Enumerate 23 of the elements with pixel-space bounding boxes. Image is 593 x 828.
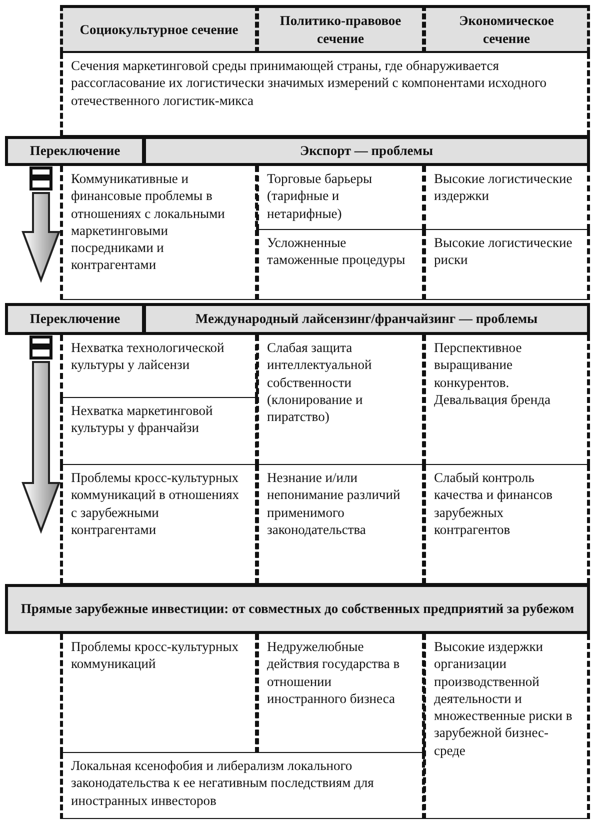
section-band: Экспорт — проблемы — [143, 136, 590, 166]
header-cell: Экономическое сечение — [423, 5, 590, 53]
section-band: Прямые зарубежные инвестиции: от совместных до собственных предприятий за рубежом — [5, 584, 590, 634]
header-cell: Социокультурное сечение — [60, 5, 258, 53]
table-cell: Торговые барьеры (тарифные и нетарифные) — [256, 166, 425, 230]
table-cell: Нехватка технологической культуры у лайсензи — [60, 335, 258, 398]
table-cell: Нехватка маркетинговой культуры у франчайзи — [60, 398, 258, 465]
table-cell: Проблемы кросс-культурных коммуникаций — [60, 634, 258, 753]
table-cell: Перспективное выращивание конкурентов. Девальвация бренда — [423, 335, 590, 465]
table-cell: Высокие логистические риски — [423, 230, 590, 300]
table-cell: Коммуникативные и финансовые проблемы в отношениях с локальными маркетинговыми посредниками и контрагентами — [60, 166, 258, 300]
switch-label: Переключение — [5, 136, 145, 166]
table-cell: Слабая защита интеллектуальной собственности (клонирование и пиратство) — [256, 335, 425, 465]
switch-label: Переключение — [5, 303, 145, 335]
section-band: Международный лайсензинг/франчайзинг — проблемы — [143, 303, 590, 335]
table-cell: Высокие издержки организации производственной деятельности и множественные риски в зарубежной бизнес-среде — [423, 634, 590, 819]
table-cell: Недружелюбные действия государства в отношении иностранного бизнеса — [256, 634, 425, 753]
table-cell: Усложненные таможенные процедуры — [256, 230, 425, 300]
block-arrow — [22, 166, 60, 283]
table-cell: Высокие логистические издержки — [423, 166, 590, 230]
header-cell: Политико-правовое сечение — [256, 5, 425, 53]
table-cell: Локальная ксенофобия и либерализм локального законодательства к ее негативным последствиям для иностранных инвесторов — [60, 753, 425, 819]
block-arrow — [22, 336, 60, 534]
